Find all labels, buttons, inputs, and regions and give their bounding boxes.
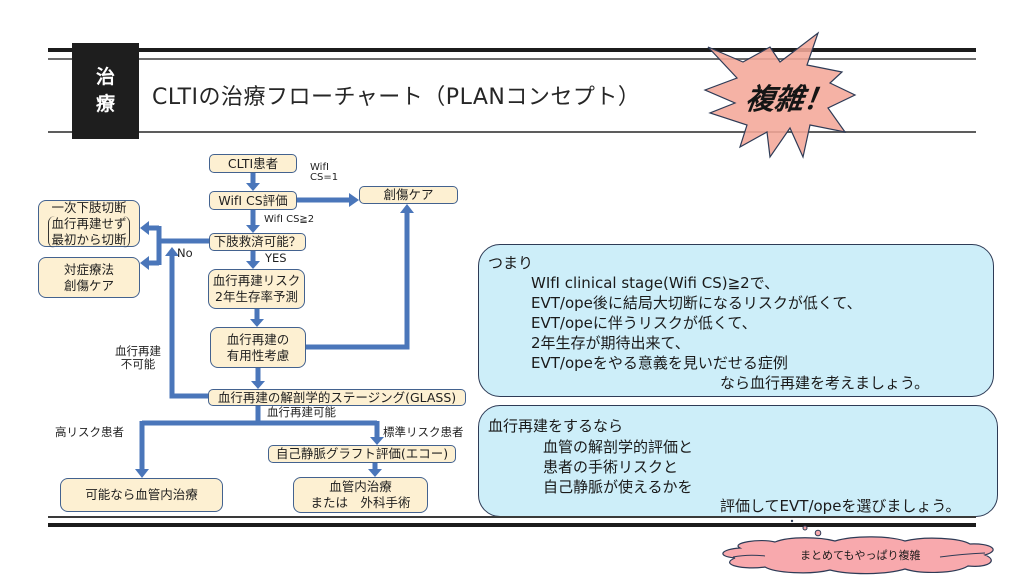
approach-line: 自己静脈が使えるかを [543, 478, 693, 496]
arrowhead-down [246, 225, 260, 233]
edge-label-no: No [177, 246, 193, 260]
node-label: 最初から切断 [51, 231, 127, 247]
edge-label-wifi-cs2: WifI CS≧2 [264, 214, 315, 225]
header-rule-thin [48, 58, 976, 60]
summary-line: EVT/ope後に結局大切断になるリスクが低くて、 [531, 294, 862, 312]
node-vein-graft-eval: 自己静脈グラフト評価(エコー) [268, 445, 456, 463]
arrowhead-down [251, 381, 265, 389]
edge-label-wifi-cs1: WifI CS=1 [310, 163, 338, 183]
node-primary-amputation: 一次下肢切断 血行再建せず 最初から切断 [38, 199, 140, 248]
footer-rule-thick [48, 523, 976, 527]
arrowhead-left [140, 221, 149, 235]
arrowhead-down [368, 469, 382, 477]
arrow-benefit-to-wound-care [306, 212, 410, 350]
edge-label-high-risk: 高リスク患者 [55, 425, 124, 439]
node-wifi-cs-eval: WifI CS評価 [209, 191, 297, 210]
node-palliative-care: 対症療法 創傷ケア [38, 257, 140, 298]
node-wound-care: 創傷ケア [359, 186, 458, 204]
arrowhead-down [246, 183, 260, 191]
summary-heading: つまり [488, 254, 534, 272]
arrowhead-down [246, 261, 260, 269]
edge-label-revasc-possible: 血行再建可能 [267, 405, 336, 419]
node-label: 自己静脈グラフト評価(エコー) [275, 446, 449, 461]
starburst-text: 複雑！ [743, 82, 836, 116]
node-revasc-risk: 血行再建リスク 2年生存率予測 [208, 269, 305, 309]
approach-heading: 血行再建をするなら [488, 417, 624, 435]
header-rule-thick [48, 48, 976, 52]
node-label: 血行再建せず [51, 215, 127, 231]
summary-line: 2年生存が期待出来て、 [531, 334, 690, 352]
node-limb-salvage-question: 下肢救済可能？ [209, 233, 306, 251]
arrowhead-left [140, 256, 149, 270]
node-label: 2年生存率予測 [215, 289, 298, 304]
arrow-glass-to-no [169, 255, 208, 399]
node-label: 血行再建の [226, 331, 290, 347]
thought-cloud-text: まとめてもやっぱり複雑 [800, 549, 921, 562]
node-label: 下肢救済可能？ [213, 234, 302, 249]
node-label: CLTI患者 [227, 155, 279, 171]
approach-line: 患者の手術リスクと [543, 458, 679, 476]
amputation-note-bracket: 血行再建せず 最初から切断 [48, 215, 130, 248]
node-label: WifI CS評価 [218, 192, 288, 208]
edge-label-line: WifI [310, 162, 329, 173]
edge-label-line: 不可能 [120, 357, 156, 371]
node-label: 可能なら血管内治療 [85, 487, 198, 502]
edge-label-yes: YES [265, 251, 287, 265]
approach-panel [478, 405, 998, 517]
edge-label-line: 血行再建 [115, 344, 161, 358]
footer-rule-thin [48, 516, 976, 518]
node-label: 対症療法 [63, 261, 114, 277]
node-endovascular-if-possible: 可能なら血管内治療 [60, 478, 223, 512]
edge-label-line: CS=1 [310, 172, 339, 183]
summary-line: EVT/opeをやる意義を見いだせる症例 [531, 354, 788, 372]
node-label: 有用性考慮 [226, 347, 290, 363]
node-clti-patient: CLTI患者 [209, 154, 297, 173]
approach-conclusion: 評価してEVT/opeを選びましょう。 [720, 497, 961, 515]
summary-panel [478, 244, 994, 397]
node-revasc-benefit: 血行再建の 有用性考慮 [210, 327, 306, 368]
summary-line: EVT/opeに伴うリスクが低くて、 [531, 314, 757, 332]
arrowhead-down [370, 437, 384, 445]
node-label: 血管内治療 [329, 479, 392, 494]
node-label: 創傷ケア [63, 277, 114, 293]
section-tag-char: 治 [95, 66, 115, 88]
node-endovascular-or-surgery: 血管内治療 または 外科手術 [293, 477, 428, 513]
page-title: CLTIの治療フローチャート（PLANコンセプト） [152, 85, 641, 110]
node-label: 一次下肢切断 [51, 199, 127, 215]
summary-line: WIfI clinical stage(Wifi CS)≧2で、 [531, 274, 780, 292]
header-rule-bottom [48, 131, 976, 133]
node-label: 創傷ケア [383, 187, 434, 202]
node-label: 血行再建の解剖学的ステージング(GLASS) [217, 389, 457, 405]
section-tag-char: 療 [95, 93, 115, 115]
edge-label-standard-risk: 標準リスク患者 [383, 425, 464, 439]
arrowhead-up [400, 204, 414, 213]
arrowhead-right [349, 193, 359, 207]
arrowhead-up [165, 247, 179, 256]
node-label: 血行再建リスク [212, 273, 301, 288]
node-label: または 外科手術 [310, 495, 411, 510]
approach-line: 血管の解剖学的評価と [543, 438, 694, 456]
arrowhead-down [250, 319, 264, 327]
arrowhead-down [135, 469, 149, 478]
node-glass-staging: 血行再建の解剖学的ステージング(GLASS) [208, 389, 466, 406]
section-tag: 治 療 [72, 43, 139, 139]
summary-conclusion: なら血行再建を考えましょう。 [720, 374, 930, 392]
edge-label-revasc-impossible: 血行再建 不可能 [108, 345, 168, 371]
